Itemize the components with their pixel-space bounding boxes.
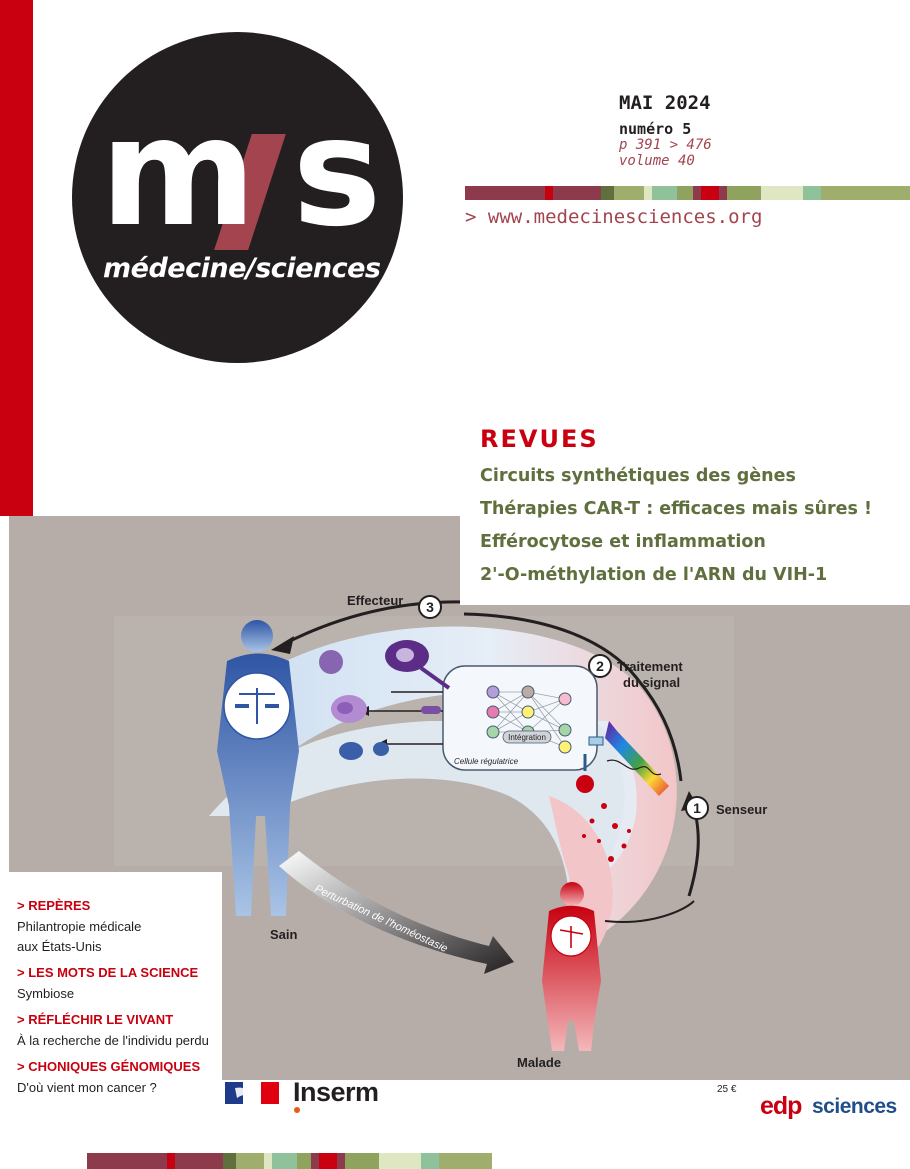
step2-number: 2 — [596, 658, 604, 674]
logo-tagline: médecine/sciences — [103, 253, 381, 284]
edp-logo: edp — [760, 1092, 802, 1120]
regulatory-cell — [442, 665, 598, 771]
perturbation-label: Perturbation de l'homéostasie — [313, 883, 450, 955]
issue-volume: volume 40 — [619, 153, 695, 169]
revues-box — [460, 415, 910, 605]
sidebar-heading-reflechir[interactable]: > RÉFLÉCHIR LE VIVANT — [17, 1012, 174, 1027]
inserm-dot — [294, 1107, 300, 1113]
perturbation-arrow — [279, 851, 514, 974]
inserm-logo: Inserm — [293, 1077, 379, 1107]
issue-month: MAI 2024 — [619, 92, 711, 114]
sidebar-text: À la recherche de l'individu perdu — [17, 1033, 209, 1048]
sick-label: Malade — [517, 1055, 561, 1070]
step2-circle — [588, 654, 612, 678]
color-strip-bottom — [87, 1153, 492, 1169]
cover-figure: 3 Effecteur 2 Traitement du signal 1 Sen… — [9, 516, 910, 1080]
sidebar-text: aux États-Unis — [17, 939, 102, 954]
revue-item-2[interactable]: Thérapies CAR-T : efficaces mais sûres ! — [480, 499, 873, 519]
revue-item-4[interactable]: 2'-O-méthylation de l'ARN du VIH-1 — [480, 565, 828, 585]
color-strip-top — [465, 186, 910, 200]
step1-label: Senseur — [716, 802, 767, 817]
step3-label: Effecteur — [347, 593, 403, 608]
contents-sidebar: > REPÈRES Philantropie médicale aux État… — [0, 872, 222, 1112]
republique-francaise-logo — [225, 1082, 279, 1104]
price: 25 € — [717, 1084, 737, 1095]
step1-circle — [685, 796, 709, 820]
issue-pages: p 391 > 476 — [619, 137, 712, 153]
edp-sciences-logo: sciences — [812, 1095, 897, 1118]
sidebar-heading-chroniques[interactable]: > CHONIQUES GÉNOMIQUES — [17, 1059, 201, 1074]
healthy-label: Sain — [270, 927, 298, 942]
left-red-band — [0, 0, 33, 516]
revue-item-1[interactable]: Circuits synthétiques des gènes — [480, 466, 796, 486]
cell-label: Cellule régulatrice — [454, 757, 519, 766]
step3-number: 3 — [426, 599, 434, 615]
step2-label-2: du signal — [623, 675, 680, 690]
integration-label: Intégration — [508, 733, 546, 742]
sidebar-text: D'où vient mon cancer ? — [17, 1080, 157, 1095]
website-link[interactable]: > www.medecinesciences.org — [465, 206, 763, 228]
revue-item-3[interactable]: Efférocytose et inflammation — [480, 532, 766, 552]
sidebar-heading-reperes[interactable]: > REPÈRES — [17, 898, 91, 913]
sidebar-text: Symbiose — [17, 986, 75, 1001]
sidebar-text: Philantropie médicale — [17, 919, 142, 934]
step2-label-1: Traitement — [617, 659, 683, 674]
step1-number: 1 — [693, 800, 701, 816]
step3-circle — [418, 595, 442, 619]
sidebar-heading-mots-science[interactable]: > LES MOTS DE LA SCIENCE — [17, 965, 199, 980]
revues-title: REVUES — [480, 425, 599, 453]
issue-number: numéro 5 — [619, 120, 692, 138]
figure-illustration: 3 Effecteur 2 Traitement du signal 1 Sen… — [114, 593, 767, 1070]
